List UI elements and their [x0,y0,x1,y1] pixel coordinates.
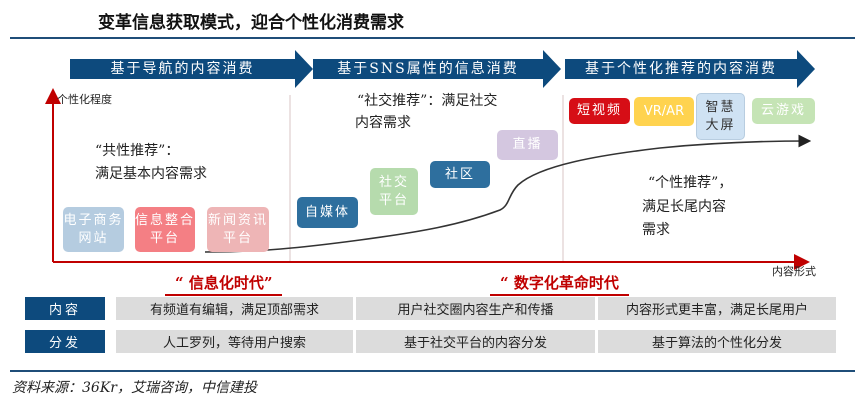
phase3-text: 需求 [642,222,670,238]
phase3-text: “个性推荐”， [648,175,733,191]
table-cell: 基于社交平台的内容分发 [356,330,595,353]
phase1-text: “共性推荐”： [95,143,180,159]
y-axis-label: 个性化程度 [57,93,112,106]
phase1-text: 满足基本内容需求 [95,166,207,182]
era-information: “ 信息化时代” [165,272,283,296]
footer-divider [10,370,855,372]
page-title: 变革信息获取模式，迎合个性化消费需求 [98,13,404,33]
source-note: 资料来源：36Kr，艾瑞咨询，中信建投 [12,380,257,396]
row-label-distribution: 分发 [25,330,105,353]
personalization-curve [204,134,812,253]
box-ecommerce: 电子商务网站 [63,207,124,252]
phase3-text: 满足长尾内容 [642,199,726,215]
box-short-video: 短视频 [569,98,630,124]
x-axis-label: 内容形式 [772,265,816,278]
box-smart-screen: 智慧大屏 [696,93,745,140]
table-cell: 用户社交圈内容生产和传播 [356,297,595,320]
box-social-platform: 社交平台 [370,168,418,215]
stage-arrow-head [543,50,561,88]
box-news-platform: 新闻资讯平台 [207,207,269,252]
stage-banner-personalized: 基于个性化推荐的内容消费 [565,59,797,79]
table-cell: 人工罗列，等待用户搜索 [116,330,353,353]
row-label-content: 内容 [25,297,105,320]
table-cell: 有频道有编辑，满足顶部需求 [116,297,353,320]
box-community: 社区 [430,161,490,188]
stage-arrow-head [797,50,815,88]
axes-and-curve [45,88,812,270]
box-live-stream: 直播 [497,130,558,160]
era-digital-revolution: “ 数字化革命时代 [490,272,629,296]
table-cell: 基于算法的个性化分发 [598,330,836,353]
box-info-platform: 信息整合平台 [135,207,195,252]
box-self-media: 自媒体 [297,197,358,228]
stage-banner-sns: 基于SNS属性的信息消费 [313,59,543,79]
stage-banner-navigation: 基于导航的内容消费 [70,59,295,79]
table-cell: 内容形式更丰富，满足长尾用户 [598,297,836,320]
phase2-text: 内容需求 [355,115,411,131]
box-cloud-gaming: 云游戏 [752,98,815,124]
title-divider [10,37,855,39]
box-vr-ar: VR/AR [634,97,694,126]
stage-arrow-head [295,50,313,88]
phase2-text: “社交推荐”：满足社交 [357,93,498,109]
